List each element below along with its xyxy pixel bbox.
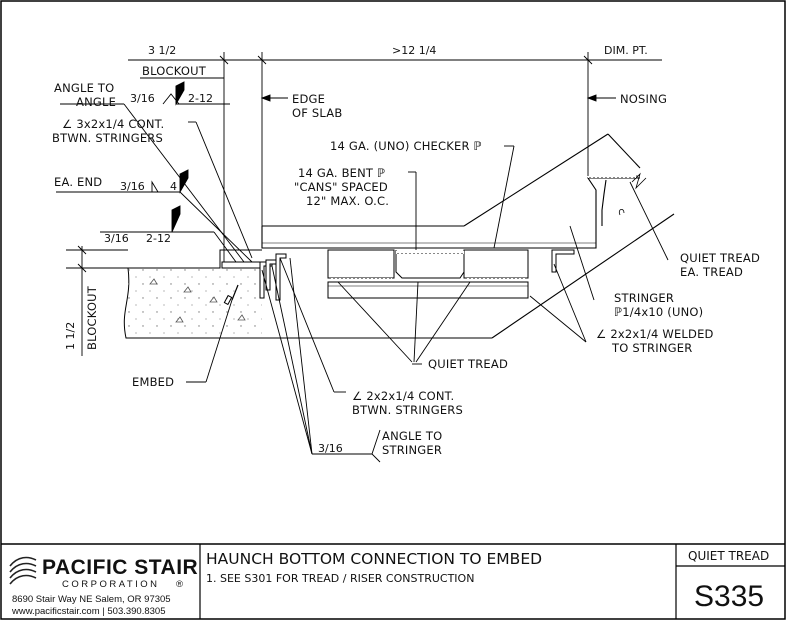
weld-length-2-12: 2-12 <box>188 92 213 105</box>
company-address: 8690 Stair Way NE Salem, OR 97305 <box>12 594 171 605</box>
angle-welded-label: ∠ 2x2x1/4 WELDED <box>596 327 714 341</box>
registered-mark: ® <box>176 579 186 590</box>
weld-size-316-d: 3/16 <box>318 442 343 455</box>
company-logo <box>9 556 37 585</box>
angle-cont2-label: ∠ 2x2x1/4 CONT. <box>352 389 454 403</box>
nosing-label: NOSING <box>620 92 667 106</box>
angle-welded-label-2: TO STRINGER <box>611 341 692 355</box>
quiet-tread-ea-label: QUIET TREAD <box>680 251 760 265</box>
dim-blockout-width: 3 1/2 <box>148 44 176 57</box>
checker-plate-label: 14 GA. (UNO) CHECKER ℙ <box>330 139 482 153</box>
edge-of-slab-label: EDGE <box>292 92 325 106</box>
company-contact: www.pacificstair.com | 503.390.8305 <box>11 606 166 617</box>
stringer <box>262 133 675 339</box>
angle-to-angle-label: ANGLE TO <box>54 81 114 95</box>
angle-cont-label: ∠ 3x2x1/4 CONT. <box>62 117 164 131</box>
angle-to-angle-label-2: ANGLE <box>76 95 116 109</box>
company-corporation: CORPORATION <box>62 579 160 590</box>
weld-length-2-12-c: 2-12 <box>146 232 171 245</box>
angle-to-stringer-label: ANGLE TO <box>382 429 442 443</box>
leader-lines <box>56 81 669 463</box>
bent-plate-label: 14 GA. BENT ℙ <box>298 166 385 180</box>
ea-end-label: EA. END <box>54 175 102 189</box>
dim-blockout-depth: 1 1/2 <box>64 322 77 350</box>
drawing-title: HAUNCH BOTTOM CONNECTION TO EMBED <box>206 550 542 568</box>
detail-drawing <box>56 52 675 463</box>
blockout-top-label: BLOCKOUT <box>142 64 207 78</box>
detail-labels: 3 1/2 >12 1/4 DIM. PT. BLOCKOUT ANGLE TO… <box>52 44 760 457</box>
dim-tread-span: >12 1/4 <box>392 44 436 57</box>
embed-label: EMBED <box>132 375 174 389</box>
weld-size-316-b: 3/16 <box>120 180 145 193</box>
angle-to-stringer-label-2: STRINGER <box>382 443 442 457</box>
weld-size-316: 3/16 <box>130 92 155 105</box>
company-name: PACIFIC STAIR <box>42 556 198 579</box>
bent-plate-label-2: "CANS" SPACED <box>294 180 388 194</box>
edge-of-slab-label-2: OF SLAB <box>292 106 342 120</box>
dim-point-label: DIM. PT. <box>604 44 648 57</box>
weld-length-4: 4 <box>170 180 177 193</box>
dimension-lines <box>66 52 662 356</box>
weld-size-316-c: 3/16 <box>104 232 129 245</box>
quiet-tread-label: QUIET TREAD <box>428 357 508 371</box>
title-block: PACIFIC STAIR CORPORATION ® 8690 Stair W… <box>1 543 785 619</box>
drawing-note: 1. SEE S301 FOR TREAD / RISER CONSTRUCTI… <box>206 572 474 585</box>
blockout-side-label: BLOCKOUT <box>85 285 99 350</box>
tread-cans <box>327 175 636 299</box>
stringer-label: STRINGER <box>614 291 674 305</box>
sheet-number: S335 <box>694 580 764 613</box>
concrete-slab <box>70 249 262 339</box>
drawing-category: QUIET TREAD <box>688 549 769 563</box>
angle-cont2-label-2: BTWN. STRINGERS <box>352 403 463 417</box>
quiet-tread-ea-label-2: EA. TREAD <box>680 265 743 279</box>
stringer-label-2: ℙ1/4x10 (UNO) <box>614 305 703 319</box>
angle-cont-label-2: BTWN. STRINGERS <box>52 131 163 145</box>
stringer-angle <box>551 249 575 273</box>
bent-plate-label-3: 12" MAX. O.C. <box>306 194 389 208</box>
